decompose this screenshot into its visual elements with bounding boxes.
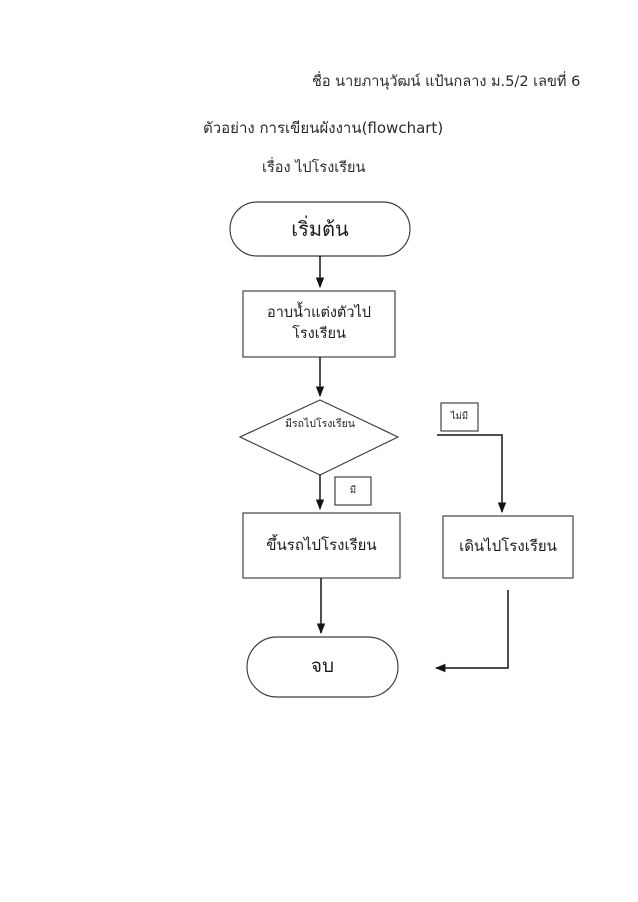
- node-wash-shape: [242, 290, 396, 358]
- node-decision-shape: [238, 399, 400, 476]
- node-bus-shape: [242, 512, 401, 579]
- edge-decision-to-walk: [437, 434, 507, 514]
- node-start-shape: [229, 201, 411, 257]
- student-name-line: ชื่อ นายภานุวัฒน์ แป้นกลาง ม.5/2 เลขที่ …: [312, 74, 581, 90]
- node-end-shape: [246, 636, 399, 698]
- node-no-tag-shape: [440, 402, 479, 432]
- node-yes-tag-shape: [334, 476, 372, 506]
- node-walk-shape: [442, 515, 574, 579]
- edge-walk-to-end: [434, 590, 509, 673]
- example-title-line: ตัวอย่าง การเขียนผังงาน(flowchart): [203, 119, 444, 137]
- topic-line: เรื่อง ไปโรงเรียน: [262, 160, 366, 176]
